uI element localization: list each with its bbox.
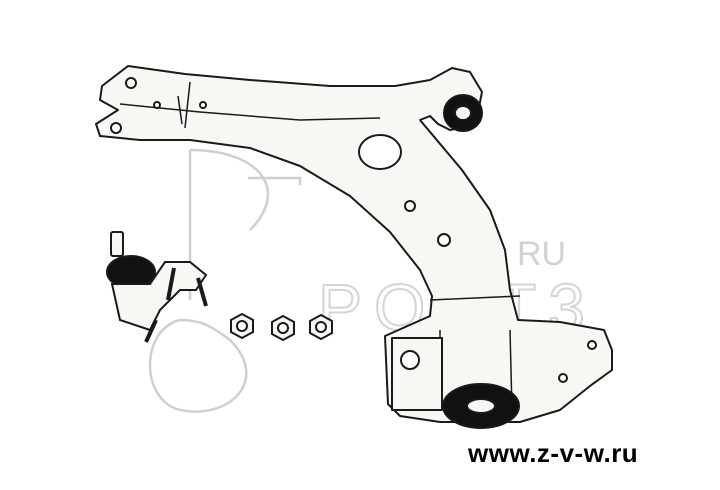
mount-hole (110, 122, 122, 134)
mount-hole (404, 200, 416, 212)
mount-hole (587, 340, 597, 350)
nuts-group (230, 312, 333, 342)
mount-hole (199, 101, 207, 109)
control-arm-hole (358, 134, 402, 170)
mount-hole (437, 233, 451, 247)
watermark-suffix-text: RU (517, 235, 566, 273)
ball-joint-stud (110, 231, 124, 257)
control-arm-edge (119, 81, 521, 411)
lock-nut-icon (271, 314, 295, 342)
ball-joint-bolt (144, 267, 208, 343)
site-url: www.z-v-w.ru (468, 438, 639, 468)
control-arm-body (95, 65, 613, 423)
lock-nut-icon (309, 313, 333, 341)
ball-joint-housing (110, 261, 208, 332)
mount-hole (125, 77, 137, 89)
rear-bushing-bolt (400, 350, 420, 370)
front-bushing-core (454, 105, 472, 121)
rear-bushing-core (466, 398, 496, 414)
mount-hole (153, 101, 161, 109)
ball-joint-icon (106, 231, 208, 343)
lock-nut-icon (230, 312, 254, 340)
watermark-logo-shape (148, 148, 302, 413)
rear-bushing-mount (391, 337, 443, 411)
mount-hole (558, 373, 568, 383)
control-arm-icon (95, 65, 613, 429)
